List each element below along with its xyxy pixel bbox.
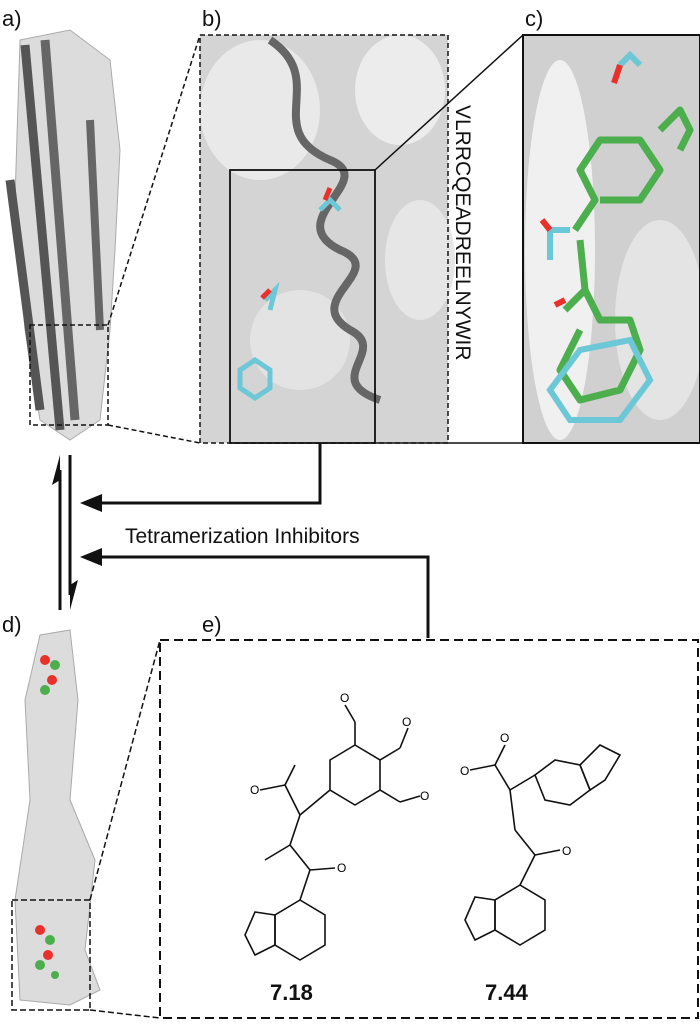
panel-a-protein-structure: [5, 29, 121, 441]
panel-label-d: d): [2, 612, 22, 637]
svg-text:O: O: [402, 715, 411, 729]
zoom-box-d: [11, 899, 91, 1011]
zoom-box-b: [229, 169, 376, 444]
compound-label-7-18: 7.18: [270, 980, 313, 1005]
panel-d-monomer-with-inhibitors: [11, 629, 101, 1011]
svg-text:O: O: [340, 691, 349, 705]
peptide-sequence: VLRRCQEADREELNYWIR: [451, 105, 474, 361]
helix-ribbon: [267, 36, 382, 404]
svg-text:O: O: [250, 783, 259, 797]
svg-text:O: O: [460, 764, 469, 778]
panel-label-c: c): [525, 6, 543, 31]
equilibrium-arrows: [52, 455, 78, 610]
panel-b-binding-site: [199, 34, 455, 444]
svg-text:O: O: [500, 731, 509, 745]
tryptophan-sidechain: [237, 356, 273, 402]
panel-label-e: e): [202, 612, 222, 637]
panel-label-b: b): [202, 6, 222, 31]
svg-text:O: O: [420, 789, 429, 803]
compound-label-7-44: 7.44: [485, 980, 529, 1005]
inhibitor-arrows: [80, 443, 430, 638]
svg-text:O: O: [337, 861, 346, 875]
panel-e-box: [159, 639, 699, 1019]
arrow-label: Tetramerization Inhibitors: [125, 525, 360, 548]
structure-7-44: O O O: [460, 731, 622, 946]
panel-label-a: a): [2, 6, 22, 31]
zoom-box-a: [29, 324, 109, 426]
panel-c-ligand-pose: [522, 34, 700, 444]
svg-text:O: O: [562, 844, 571, 858]
structure-7-18: O O O O O: [244, 691, 429, 961]
